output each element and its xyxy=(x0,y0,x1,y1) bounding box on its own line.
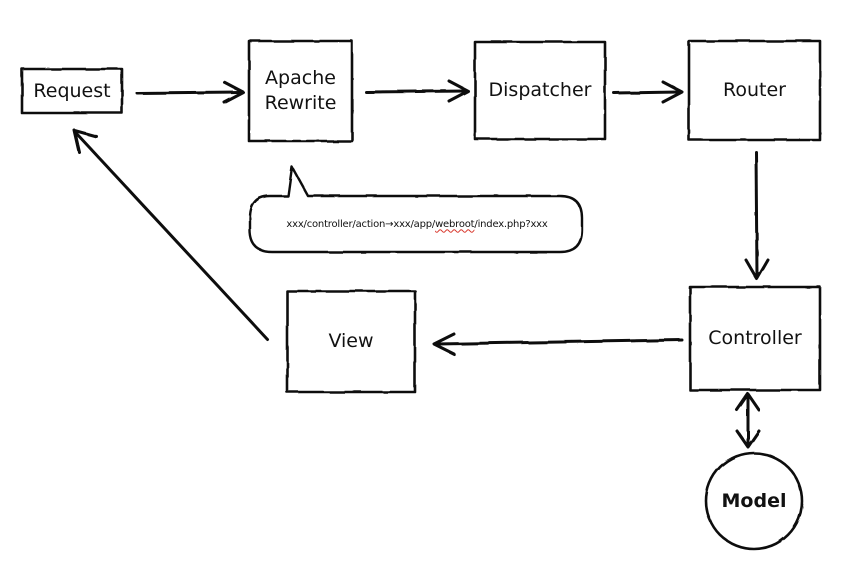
view-box xyxy=(285,289,417,394)
view-label: View xyxy=(328,330,374,352)
rewrite-note: xxx/controller/action→xxx/app/webroot/in… xyxy=(253,200,581,248)
arrow-router-to-controller xyxy=(754,150,759,278)
view-node: View xyxy=(287,291,415,392)
apache-rewrite-box xyxy=(247,39,354,143)
rewrite-note-after: /index.php?xxx xyxy=(474,218,548,230)
apache-rewrite-node: Apache Rewrite xyxy=(249,41,352,141)
rewrite-note-bubble xyxy=(248,165,584,254)
arrow-view-to-request xyxy=(74,131,270,342)
request-node: Request xyxy=(22,69,122,113)
model-label: Model xyxy=(721,489,787,512)
arrow-apache-to-dispatcher xyxy=(364,89,468,94)
controller-node: Controller xyxy=(690,287,820,390)
router-node: Router xyxy=(689,41,820,140)
router-label: Router xyxy=(723,79,786,101)
model-node: Model xyxy=(706,453,802,549)
arrow-dispatcher-to-router xyxy=(612,90,681,95)
router-box xyxy=(687,39,822,142)
apache-rewrite-label: Apache Rewrite xyxy=(264,67,337,114)
rewrite-note-before: xxx/controller/action→xxx/app/ xyxy=(286,218,436,230)
controller-box xyxy=(688,285,822,392)
dispatcher-node: Dispatcher xyxy=(475,42,605,139)
dispatcher-label: Dispatcher xyxy=(488,79,592,101)
model-circle xyxy=(704,451,804,551)
request-box xyxy=(20,67,124,115)
arrow-controller-to-view xyxy=(435,338,684,346)
arrow-request-to-apache xyxy=(135,90,243,95)
controller-label: Controller xyxy=(708,327,802,349)
dispatcher-box xyxy=(473,40,607,141)
rewrite-note-flagged-word: webroot xyxy=(435,218,475,230)
request-label: Request xyxy=(33,79,111,102)
